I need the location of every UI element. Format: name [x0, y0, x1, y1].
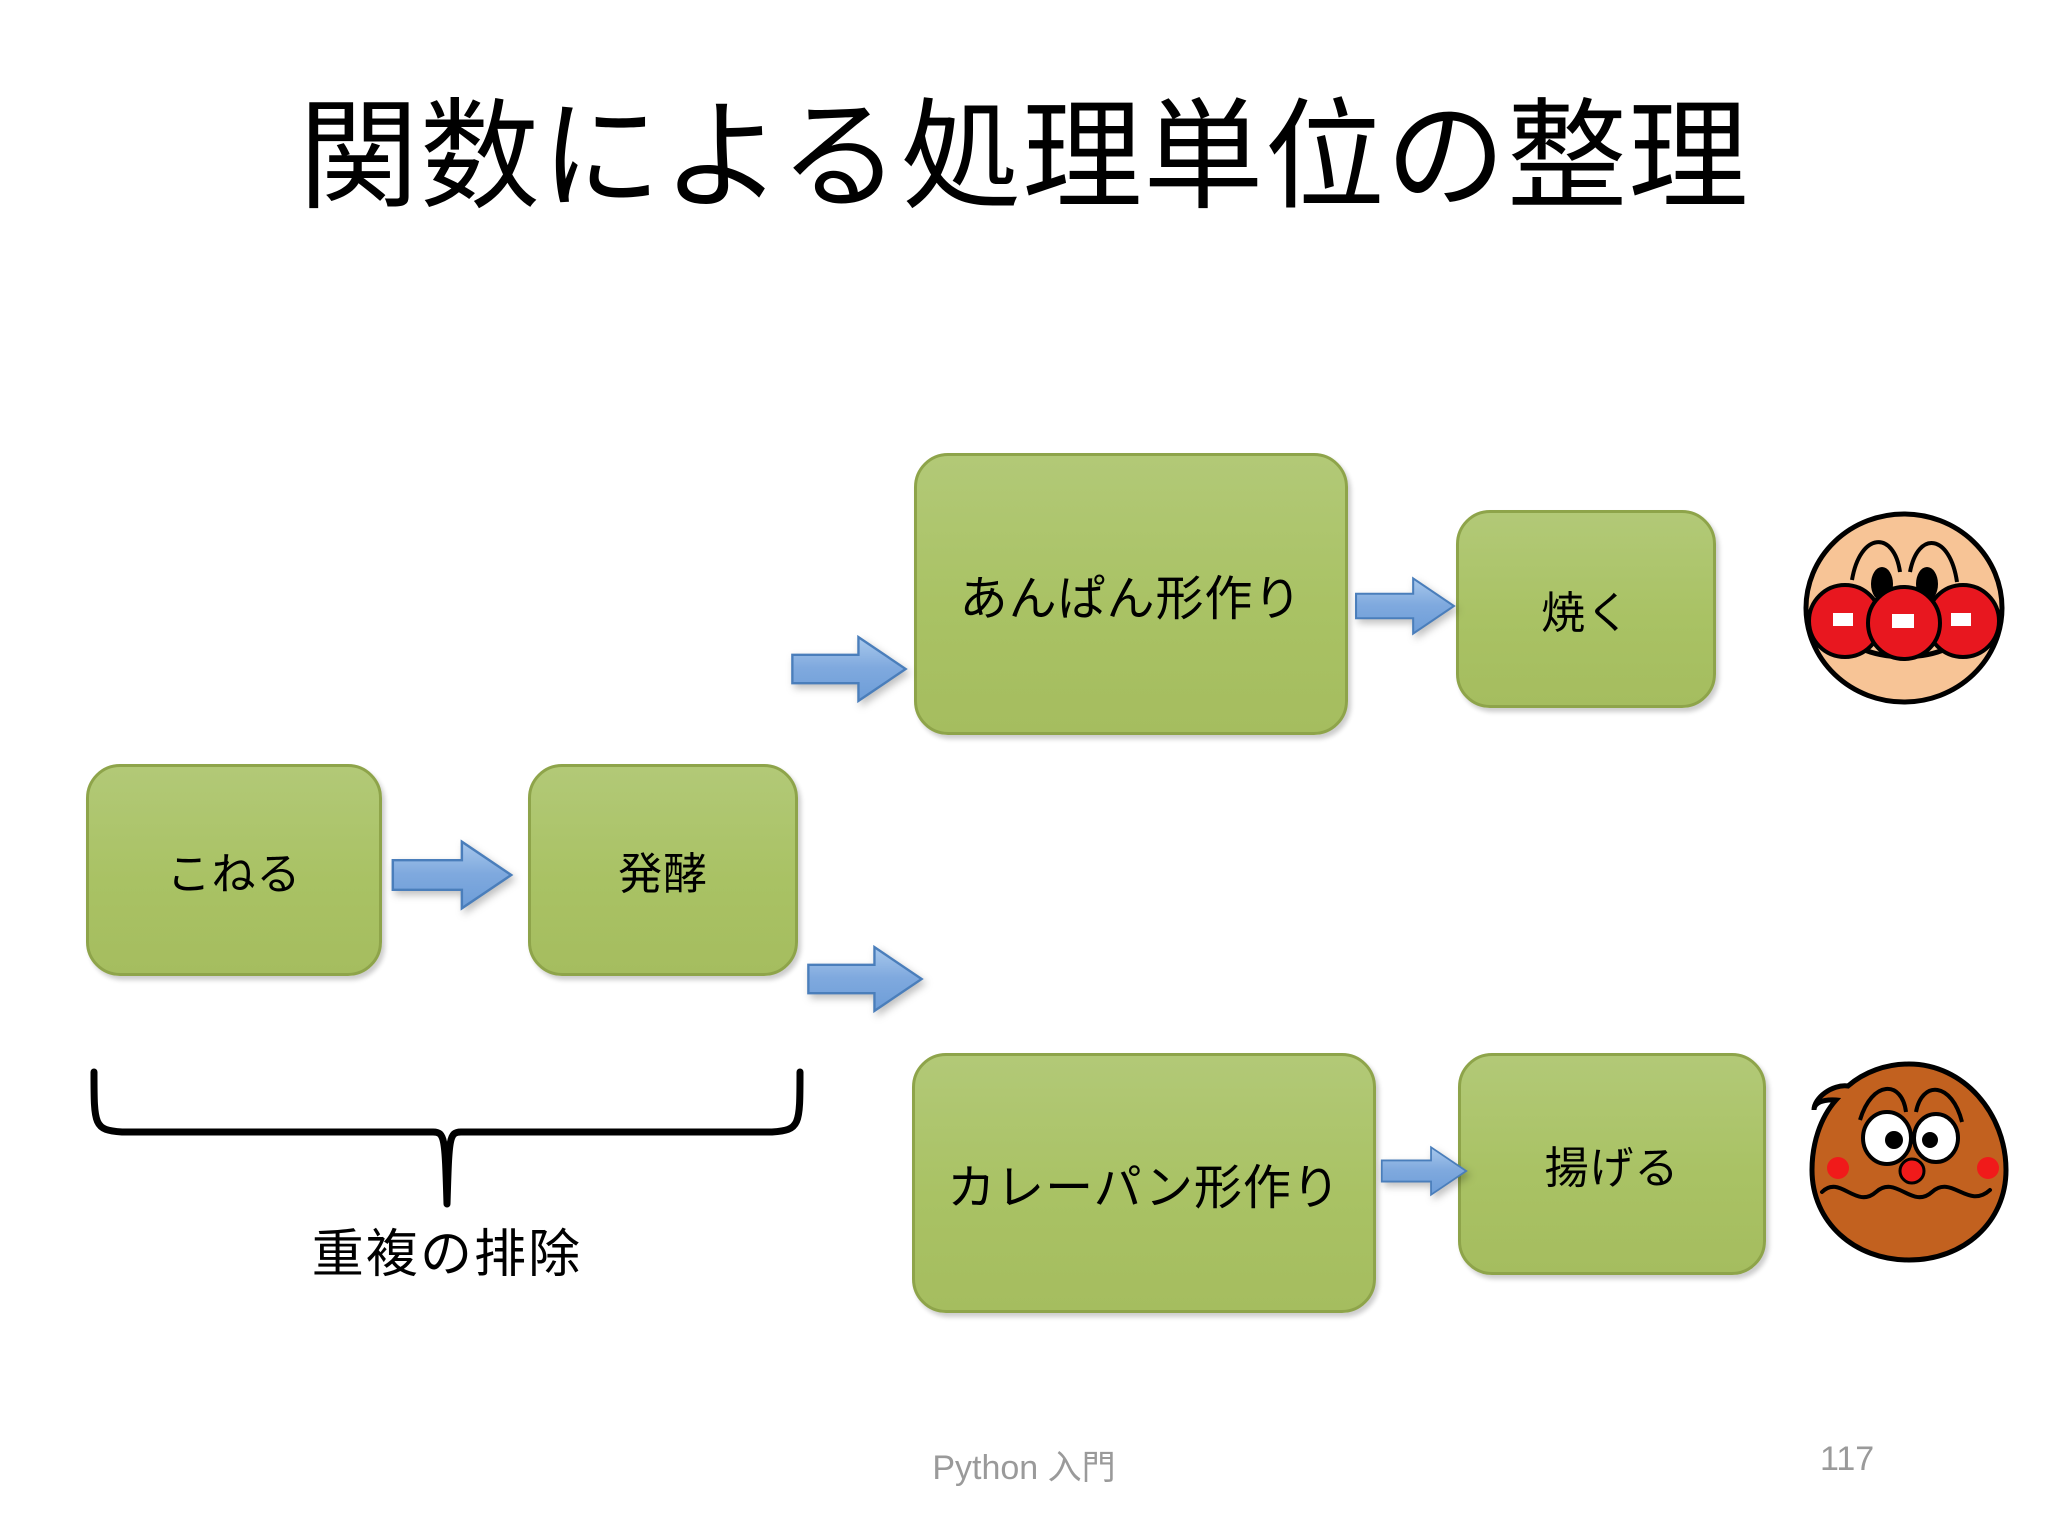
process-box-currypan-katachizukuri[interactable]: カレーパン形作り: [912, 1053, 1376, 1313]
currypanman-face-icon: [1809, 1061, 2009, 1263]
page-title: 関数による処理単位の整理: [298, 90, 1750, 224]
footer-title: Python 入門: [932, 1449, 1116, 1487]
process-box-ageru[interactable]: 揚げる: [1458, 1053, 1766, 1275]
arrow-right-icon: [807, 944, 924, 1014]
arrow-right-icon: [391, 839, 514, 911]
anpanman-face-icon: [1803, 511, 2005, 705]
process-box-konero[interactable]: こねる: [86, 764, 382, 976]
page-number: 117: [1820, 1440, 1875, 1478]
process-box-hakkou[interactable]: 発酵: [528, 764, 798, 976]
process-box-anpan-katachizukuri[interactable]: あんぱん形作り: [914, 453, 1348, 735]
arrow-right-icon: [1355, 576, 1456, 636]
brace-caption-label: 重複の排除: [311, 1227, 583, 1284]
process-box-label: 発酵: [618, 850, 708, 899]
process-box-yaku[interactable]: 焼く: [1456, 510, 1716, 708]
arrow-right-icon: [1380, 1145, 1468, 1197]
process-box-label: こねる: [166, 850, 302, 899]
process-box-label: カレーパン形作り: [947, 1162, 1341, 1215]
arrow-right-icon: [791, 634, 908, 704]
process-box-label: 揚げる: [1544, 1144, 1680, 1193]
curly-brace-icon: [90, 1068, 804, 1208]
process-box-label: あんぱん形作り: [959, 573, 1303, 626]
process-box-label: 焼く: [1541, 589, 1631, 638]
